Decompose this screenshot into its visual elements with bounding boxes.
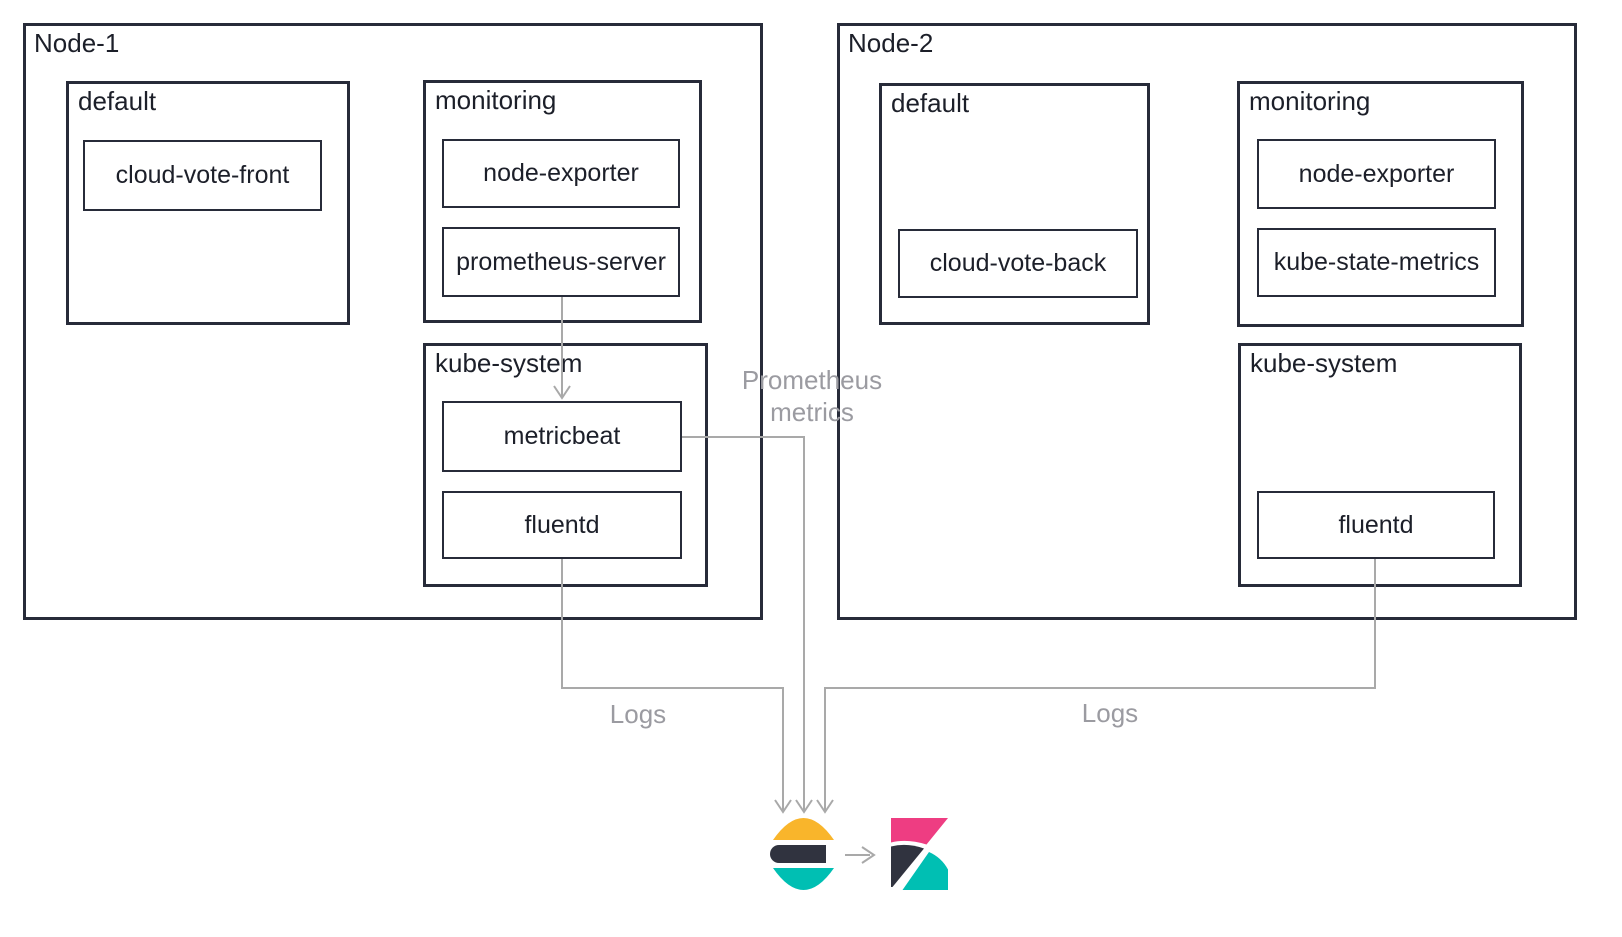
pod-metricbeat: metricbeat	[442, 401, 682, 472]
pod-node-exporter-node1: node-exporter	[442, 139, 680, 208]
node-1-namespace-default-box	[66, 81, 350, 325]
node-2-namespace-monitoring-label: monitoring	[1249, 86, 1371, 116]
pod-prometheus-server: prometheus-server	[442, 227, 680, 297]
node-1-box	[23, 23, 763, 620]
logs-right-edge-label: Logs	[1081, 698, 1139, 728]
node-2-namespace-kube-system-box	[1238, 343, 1522, 587]
prometheus-metrics-edge-label: Prometheus metrics	[741, 365, 883, 427]
node-2-namespace-monitoring-box	[1237, 81, 1524, 327]
node-2-label: Node-2	[848, 28, 934, 58]
elasticsearch-logo-icon	[770, 818, 834, 890]
node-2-namespace-default-box	[879, 83, 1150, 325]
pod-cloud-vote-front: cloud-vote-front	[83, 140, 322, 211]
node-2-namespace-default-label: default	[891, 88, 970, 118]
node-1-label: Node-1	[34, 28, 120, 58]
kibana-logo-icon	[891, 818, 948, 890]
node-1-namespace-monitoring-label: monitoring	[435, 85, 557, 115]
pod-cloud-vote-back: cloud-vote-back	[898, 229, 1138, 298]
pod-kube-state-metrics: kube-state-metrics	[1257, 228, 1496, 297]
pod-fluentd-node2: fluentd	[1257, 491, 1495, 559]
node-1-namespace-default-label: default	[78, 86, 157, 116]
node-1-namespace-kube-system-label: kube-system	[435, 348, 583, 378]
pod-node-exporter-node2: node-exporter	[1257, 139, 1496, 209]
elasticsearch-to-kibana-arrow	[845, 846, 876, 864]
pod-fluentd-node1: fluentd	[442, 491, 682, 559]
logs-left-edge-label: Logs	[609, 699, 667, 729]
node-2-namespace-kube-system-label: kube-system	[1250, 348, 1398, 378]
